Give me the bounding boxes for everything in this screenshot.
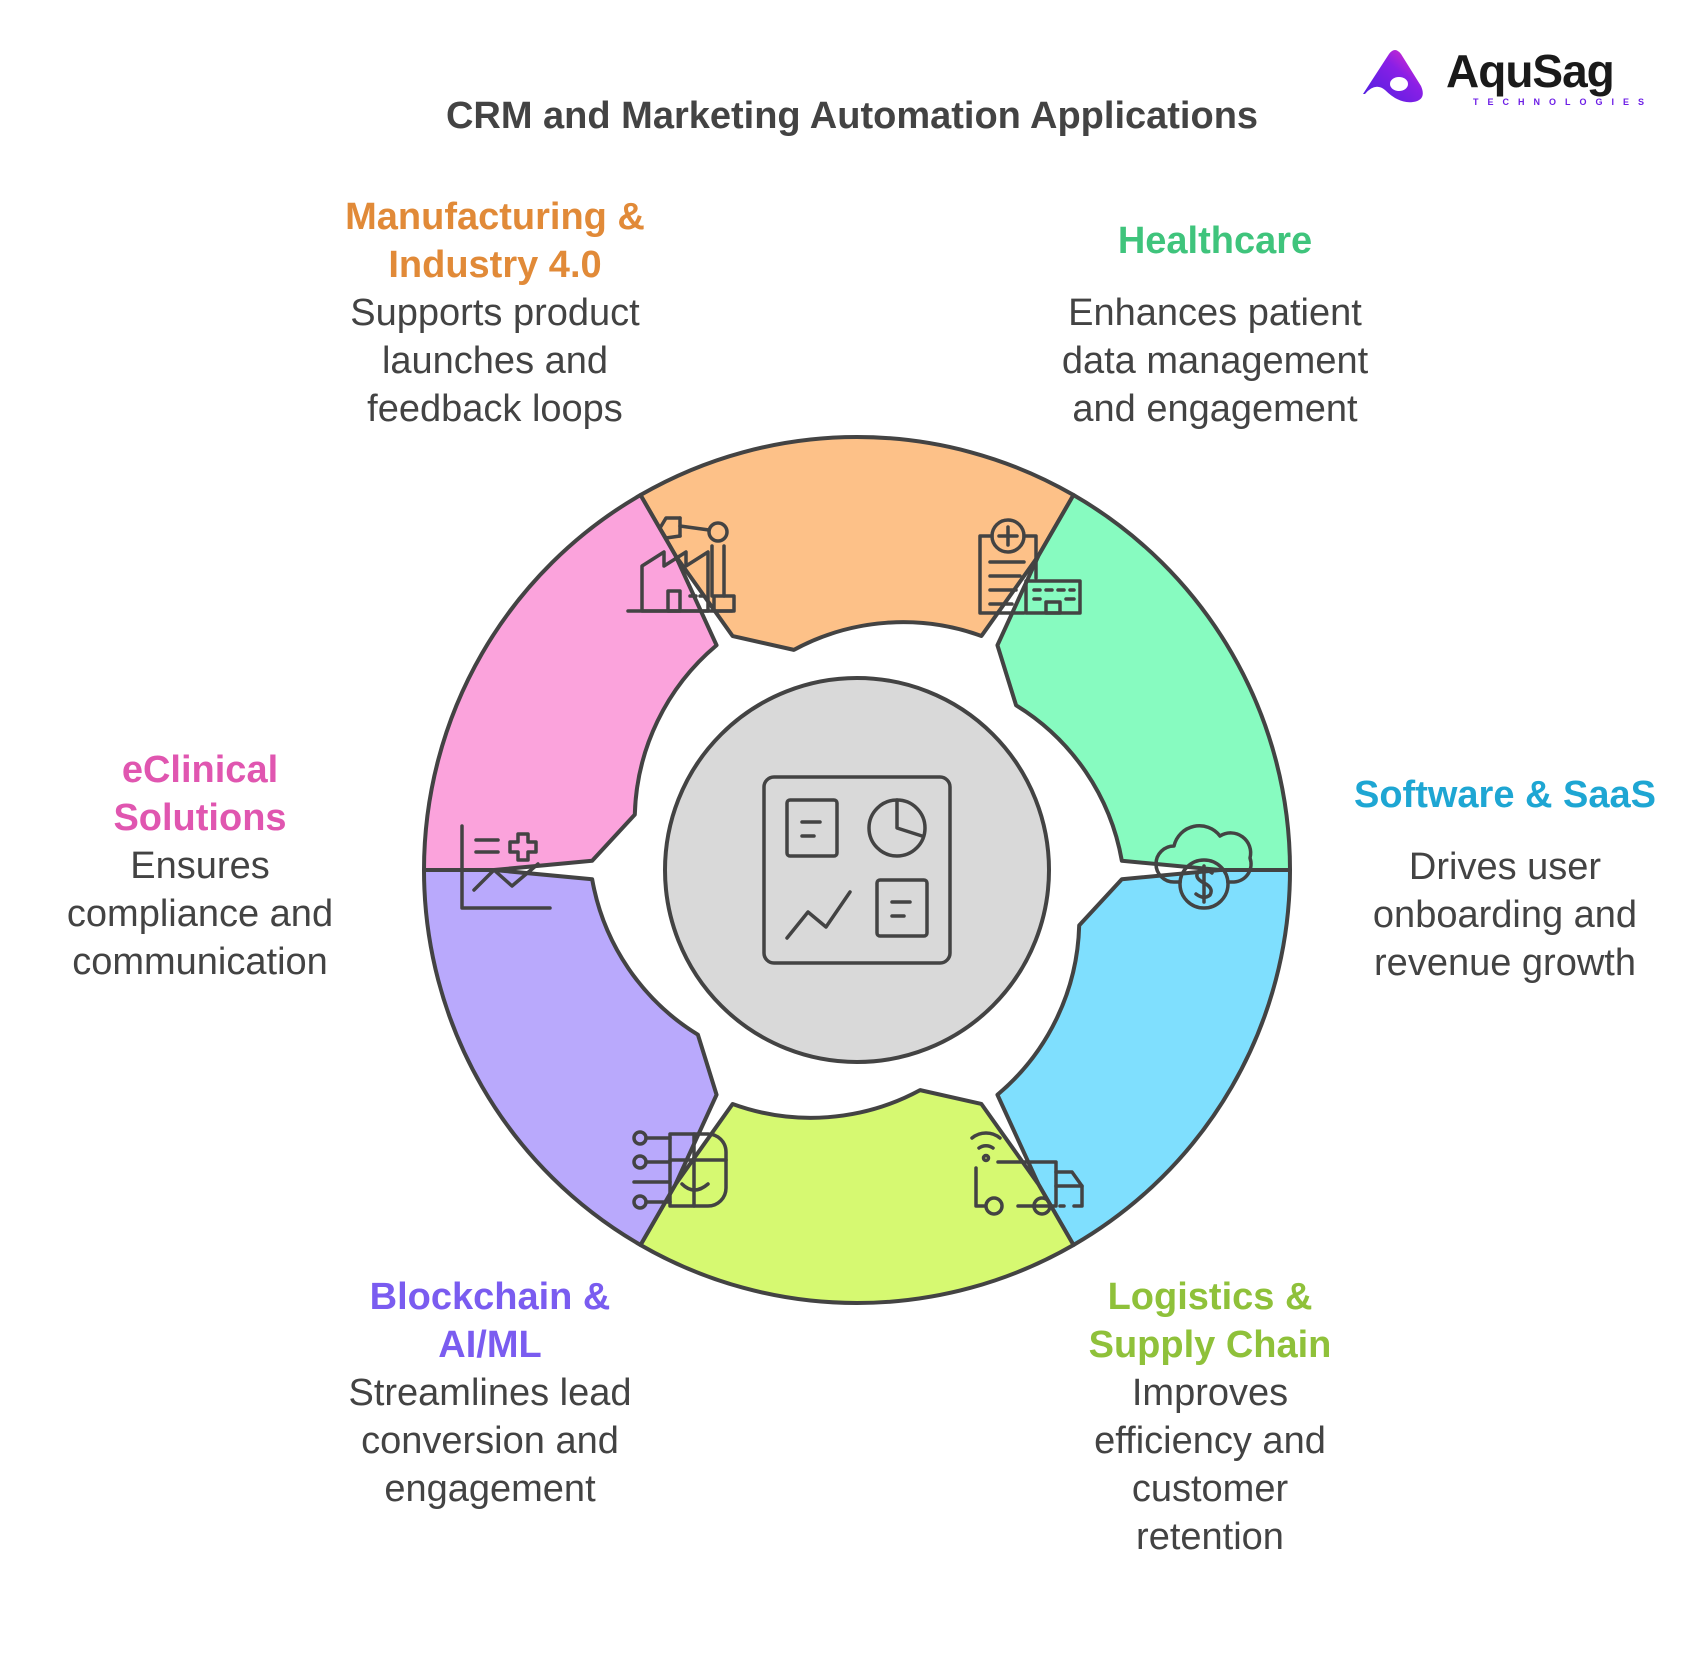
logistics-segment — [638, 1088, 1076, 1305]
page-title: CRM and Marketing Automation Application… — [445, 95, 1259, 137]
cloud-dollar-icon — [1154, 824, 1253, 910]
blockchain-title: Blockchain & AI/ML — [369, 1276, 611, 1366]
healthcare-title: Healthcare — [1117, 220, 1313, 262]
manufacturing-block: Manufacturing & Industry 4.0 Supports pr… — [300, 193, 690, 433]
factory-robot-arm-icon — [626, 516, 736, 613]
software-block: Software & SaaS Drives user onboarding a… — [1345, 771, 1665, 987]
chart-medical-cross-icon — [460, 824, 552, 910]
manufacturing-segment — [638, 435, 1076, 652]
healthcare-block: Healthcare Enhances patient data managem… — [1015, 217, 1415, 433]
ai-brain-circuit-icon — [632, 1130, 728, 1210]
software-title: Software & SaaS — [1354, 774, 1656, 816]
blockchain-block: Blockchain & AI/ML Streamlines lead conv… — [320, 1273, 660, 1513]
connected-truck-icon — [970, 1131, 1084, 1216]
center-hub — [663, 676, 1051, 1064]
manufacturing-description: Supports product launches and feedback l… — [350, 292, 640, 430]
logistics-description: Improves efficiency and customer retenti… — [1094, 1372, 1326, 1558]
logo-wordmark: AquSag — [1446, 45, 1615, 97]
blockchain-segment — [422, 868, 719, 1247]
aqusag-logo-icon — [1363, 50, 1423, 103]
logo-tagline: TECHNOLOGIES — [1473, 97, 1654, 107]
logistics-title: Logistics & Supply Chain — [1088, 1276, 1332, 1366]
brand-logo: AquSag TECHNOLOGIES — [1355, 42, 1644, 112]
medical-record-hospital-icon — [978, 518, 1082, 615]
logistics-block: Logistics & Supply Chain Improves effici… — [1060, 1273, 1360, 1561]
blockchain-description: Streamlines lead conversion and engageme… — [348, 1372, 632, 1510]
dashboard-analytics-icon — [762, 775, 952, 965]
eclinical-block: eClinical Solutions Ensures compliance a… — [30, 746, 370, 986]
eclinical-title: eClinical Solutions — [113, 749, 287, 839]
software-description: Drives user onboarding and revenue growt… — [1372, 846, 1638, 984]
software-segment — [995, 868, 1292, 1247]
manufacturing-title: Manufacturing & Industry 4.0 — [345, 196, 645, 286]
healthcare-description: Enhances patient data management and eng… — [1061, 292, 1369, 430]
eclinical-description: Ensures compliance and communication — [66, 845, 334, 983]
